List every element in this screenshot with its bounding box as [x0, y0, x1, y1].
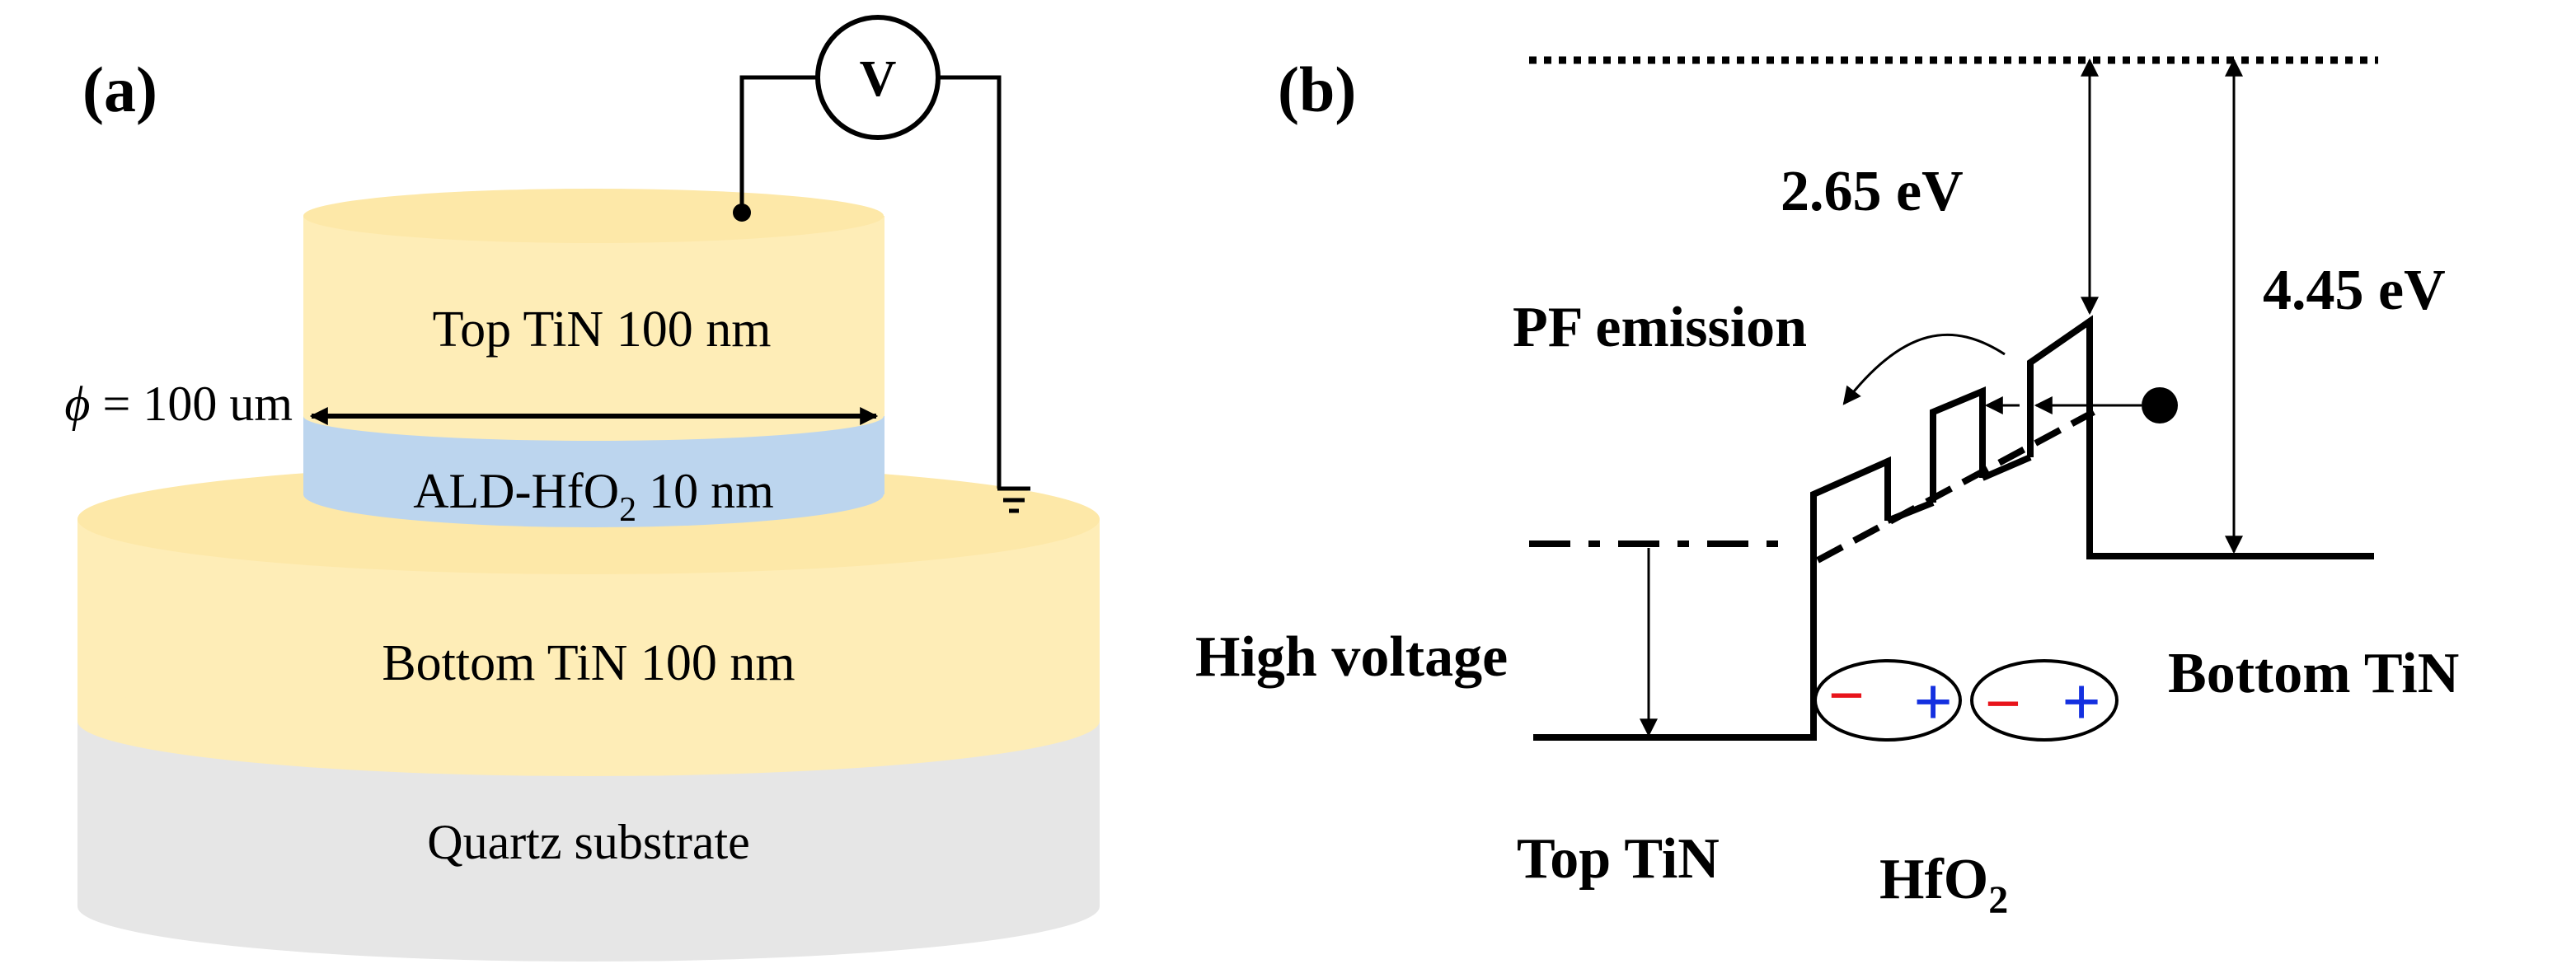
barrier-2-65-label: 2.65 eV [1781, 160, 1964, 223]
dipole-2: − + [1970, 659, 2119, 742]
panel-b: (b) − + − + [1195, 54, 2459, 922]
negative-charge-icon: − [1828, 659, 1865, 731]
electron-icon [2142, 387, 2178, 423]
diameter-label: ϕ = 100 um [64, 377, 293, 431]
left-electrode-label: Top TiN [1517, 827, 1720, 891]
bias-label: High voltage [1195, 625, 1508, 689]
positive-charge-icon: + [2062, 664, 2101, 741]
bottom-electrode-label: Bottom TiN 100 nm [382, 635, 795, 691]
substrate-label: Quartz substrate [427, 815, 750, 869]
mechanism-label: PF emission [1513, 296, 1807, 359]
voltmeter-icon [815, 15, 941, 140]
diameter-indicator: ϕ = 100 um [64, 377, 879, 431]
right-electrode-label: Bottom TiN [2168, 642, 2459, 705]
panel-a: (a) Quartz substrate Bottom TiN 100 nm A… [64, 15, 1100, 962]
panel-a-label: (a) [82, 54, 157, 125]
voltmeter-label: V [860, 51, 897, 107]
barrier-4-45-label: 4.45 eV [2263, 259, 2446, 322]
measurement-circuit: V [733, 15, 1002, 489]
dipole-1: − + [1814, 659, 1962, 742]
ground-icon [997, 486, 1030, 513]
dielectric-label-b: HfO2 [1879, 848, 2008, 922]
pf-emission-arrow [1842, 333, 2006, 405]
negative-charge-icon: − [1985, 667, 2021, 739]
trap-level-dashed [1816, 409, 2095, 564]
positive-charge-icon: + [1913, 664, 1953, 741]
top-tin-layer: Top TiN 100 nm [303, 189, 884, 441]
panel-b-label: (b) [1278, 54, 1356, 125]
dielectric-label: ALD-HfO2 10 nm [413, 464, 774, 529]
top-electrode-label: Top TiN 100 nm [433, 302, 772, 358]
